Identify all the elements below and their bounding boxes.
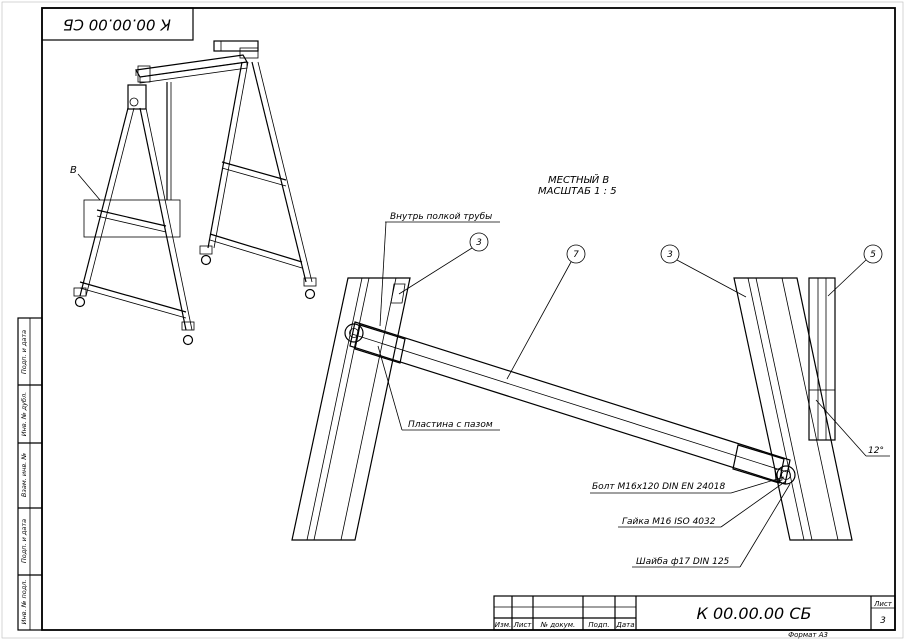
angle-label: 12° bbox=[868, 446, 884, 456]
designation-stamp-rotated: К 00.00.00 СБ bbox=[41, 7, 194, 41]
title-block: Изм. Лист № докум. Подп. Дата К 00.00.00… bbox=[493, 595, 896, 639]
side-label-4: Подп. и дата bbox=[20, 519, 28, 563]
title-header-doc: № докум. bbox=[540, 621, 576, 629]
detail-callout-box bbox=[83, 199, 181, 238]
callout-inside-tube: Внутрь полкой трубы bbox=[390, 212, 492, 222]
balloon-item-5: 5 bbox=[827, 244, 883, 297]
balloon-7-text: 7 bbox=[573, 250, 579, 260]
sheet-number: 3 bbox=[880, 616, 886, 626]
side-label-1: Подп. и дата bbox=[20, 330, 28, 374]
balloon-item-3-right: 3 bbox=[660, 244, 747, 298]
callout-plate: Пластина с пазом bbox=[408, 420, 493, 430]
detail-callout-label: В bbox=[70, 165, 77, 176]
title-header-list: Лист bbox=[513, 621, 533, 629]
balloon-3-right-text: 3 bbox=[667, 250, 673, 260]
title-designation: К 00.00.00 СБ bbox=[697, 604, 812, 623]
stamp-text: К 00.00.00 СБ bbox=[63, 16, 171, 34]
detail-title-2: МАСШТАБ 1 : 5 bbox=[538, 186, 617, 197]
title-header-izm: Изм. bbox=[495, 621, 511, 629]
gantry-overview: В bbox=[70, 40, 317, 346]
sheet-label: Лист bbox=[873, 600, 893, 608]
side-label-3: Взам. инв. № bbox=[20, 453, 28, 497]
format-label: Формат А3 bbox=[788, 631, 828, 639]
balloon-5-text: 5 bbox=[870, 250, 876, 260]
callout-washer: Шайба ф17 DIN 125 bbox=[636, 557, 730, 567]
side-label-5: Инв. № подл. bbox=[20, 580, 28, 625]
sheet-frame bbox=[41, 7, 896, 631]
balloon-item-7: 7 bbox=[506, 244, 586, 380]
detail-title-1: МЕСТНЫЙ В bbox=[548, 173, 609, 186]
balloon-3-left-text: 3 bbox=[476, 238, 482, 248]
side-label-2: Инв. № дубл. bbox=[20, 392, 28, 436]
balloon-item-3-left: 3 bbox=[398, 232, 489, 295]
title-header-sign: Подп. bbox=[588, 621, 609, 629]
callout-nut: Гайка М16 ISO 4032 bbox=[622, 517, 716, 527]
callout-bolt: Болт M16x120 DIN EN 24018 bbox=[592, 482, 725, 492]
title-header-date: Дата bbox=[615, 621, 634, 629]
side-strip: Подп. и дата Инв. № дубл. Взам. инв. № П… bbox=[17, 317, 43, 631]
detail-view: МЕСТНЫЙ В МАСШТАБ 1 : 5 bbox=[291, 173, 890, 568]
